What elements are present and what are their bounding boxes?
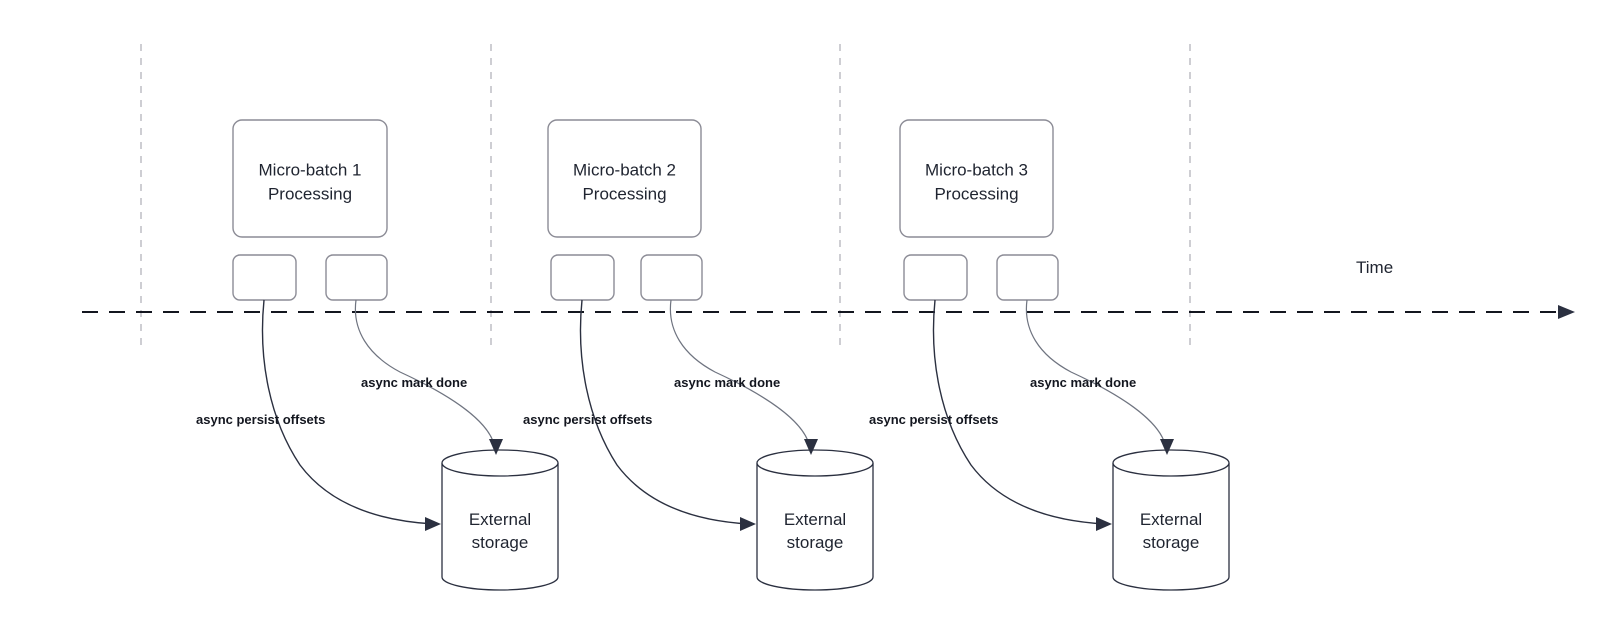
storage-label-line1: External [784, 510, 846, 529]
time-axis-arrowhead-icon [1558, 305, 1575, 319]
persist-offsets-task-box-2[interactable] [550, 254, 615, 301]
external-storage-cylinder-1[interactable]: External storage [441, 449, 559, 591]
cylinder-body [756, 463, 874, 591]
async-persist-offsets-label-2: async persist offsets [523, 412, 652, 427]
mark-done-task-box-1[interactable] [325, 254, 388, 301]
micro-batch-label-line2: Processing [934, 185, 1018, 204]
micro-batch-label-line2: Processing [582, 185, 666, 204]
micro-batch-box-2[interactable] [547, 119, 702, 238]
storage-label-line2: storage [1143, 533, 1200, 552]
storage-label-line2: storage [472, 533, 529, 552]
async-persist-offsets-edge-3 [932, 299, 1106, 525]
async-mark-done-arrowhead-icon-1 [489, 439, 503, 455]
async-persist-offsets-arrowhead-icon-1 [425, 517, 441, 531]
external-storage-cylinder-3[interactable]: External storage [1112, 449, 1230, 591]
cylinder-top-ellipse [1112, 449, 1230, 477]
async-mark-done-arrowhead-icon-3 [1160, 439, 1174, 455]
async-mark-done-label-3: async mark done [1030, 375, 1136, 390]
time-axis: Time [82, 258, 1575, 319]
micro-batch-box-3[interactable] [899, 119, 1054, 238]
persist-offsets-task-box-1[interactable] [232, 254, 297, 301]
storage-label-line1: External [1140, 510, 1202, 529]
async-persist-offsets-label-3: async persist offsets [869, 412, 998, 427]
async-mark-done-arrowhead-icon-2 [804, 439, 818, 455]
async-persist-offsets-edge-1 [261, 299, 435, 525]
time-axis-label: Time [1356, 258, 1393, 277]
persist-offsets-task-box-3[interactable] [903, 254, 968, 301]
external-storage-cylinder-2[interactable]: External storage [756, 449, 874, 591]
micro-batch-label-line1: Micro-batch 1 [259, 161, 362, 180]
async-mark-done-edge-1 [354, 299, 495, 445]
async-persist-offsets-arrowhead-icon-3 [1096, 517, 1112, 531]
async-persist-offsets-arrowhead-icon-2 [740, 517, 756, 531]
async-mark-done-label-1: async mark done [361, 375, 467, 390]
cylinder-top-ellipse [441, 449, 559, 477]
micro-batch-box-1[interactable] [232, 119, 388, 238]
mark-done-task-box-3[interactable] [996, 254, 1059, 301]
micro-batch-label-line2: Processing [268, 185, 352, 204]
async-persist-offsets-label-1: async persist offsets [196, 412, 325, 427]
async-persist-offsets-edge-2 [579, 299, 750, 525]
storage-label-line2: storage [787, 533, 844, 552]
async-mark-done-edge-3 [1025, 299, 1166, 445]
async-mark-done-edge-2 [669, 299, 810, 445]
async-mark-done-label-2: async mark done [674, 375, 780, 390]
mark-done-task-box-2[interactable] [640, 254, 703, 301]
micro-batch-label-line1: Micro-batch 2 [573, 161, 676, 180]
cylinder-body [441, 463, 559, 591]
storage-label-line1: External [469, 510, 531, 529]
cylinder-top-ellipse [756, 449, 874, 477]
micro-batch-label-line1: Micro-batch 3 [925, 161, 1028, 180]
cylinder-body [1112, 463, 1230, 591]
